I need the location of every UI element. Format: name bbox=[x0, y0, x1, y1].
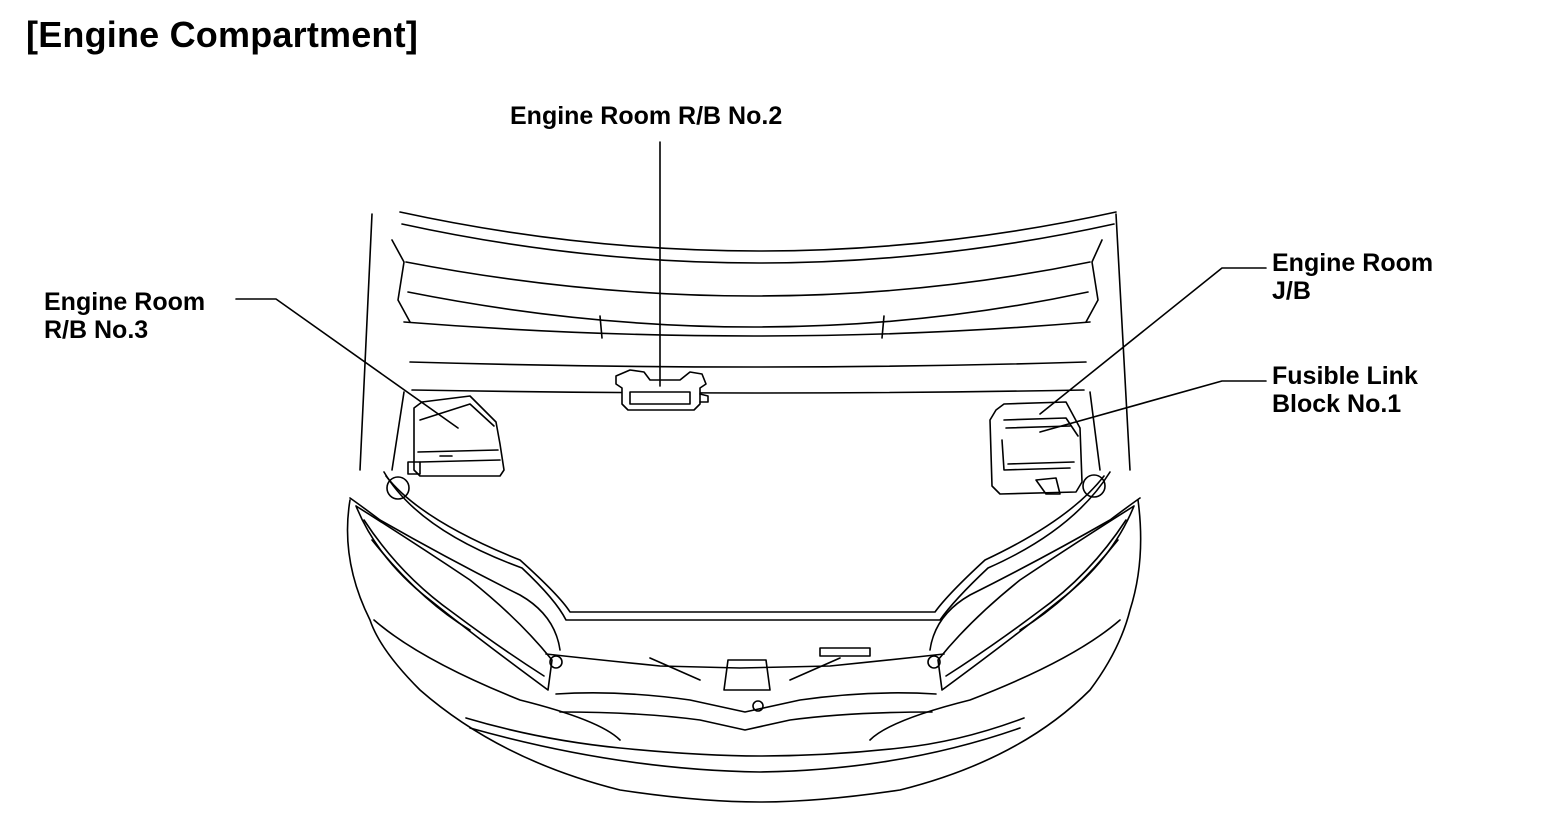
leader-lines bbox=[235, 141, 1267, 433]
leader-fusible bbox=[1039, 380, 1267, 433]
label-line: Engine Room bbox=[44, 288, 206, 316]
front-fascia bbox=[346, 497, 1142, 803]
label-line: R/B No.3 bbox=[44, 316, 149, 344]
relay-block-no3 bbox=[407, 395, 505, 477]
label-line: Engine Room R/B No.2 bbox=[510, 102, 783, 130]
leader-rb3 bbox=[235, 298, 459, 429]
page-title: [Engine Compartment] bbox=[26, 14, 419, 55]
engine-bay bbox=[383, 389, 1111, 621]
label-line: Engine Room bbox=[1272, 249, 1434, 277]
junction-block bbox=[989, 401, 1083, 495]
leader-jb bbox=[1039, 267, 1267, 415]
hood bbox=[359, 211, 1131, 471]
label-line: J/B bbox=[1272, 277, 1311, 305]
label-line: Block No.1 bbox=[1272, 390, 1402, 418]
label-engine-room-jb: Engine Room J/B bbox=[1272, 249, 1433, 305]
label-line: Fusible Link bbox=[1272, 362, 1418, 390]
relay-block-no2 bbox=[615, 369, 709, 411]
label-engine-room-rb-no3: Engine Room R/B No.3 bbox=[44, 288, 205, 344]
label-fusible-link-block-no1: Fusible Link Block No.1 bbox=[1272, 362, 1418, 418]
label-engine-room-rb-no2: Engine Room R/B No.2 bbox=[510, 102, 782, 130]
